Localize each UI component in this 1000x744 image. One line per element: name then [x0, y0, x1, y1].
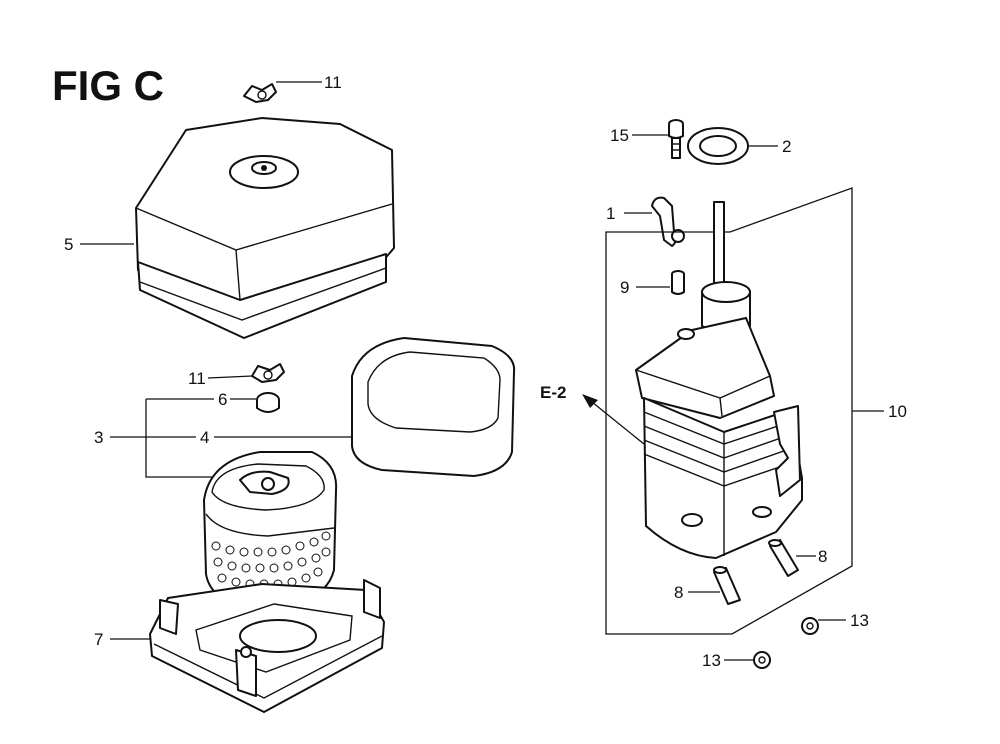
pin-8-left[interactable] [713, 566, 741, 605]
nut-13-right[interactable] [801, 617, 819, 635]
figure-title: FIG C [52, 62, 164, 109]
label-8-left: 8 [674, 583, 683, 602]
air-cleaner-base[interactable] [149, 579, 385, 713]
nut-6[interactable] [256, 392, 280, 413]
label-15: 15 [610, 126, 629, 145]
assembly-10-outline [605, 187, 853, 635]
wing-nut-top[interactable] [243, 83, 277, 103]
label-7: 7 [94, 630, 103, 649]
label-6: 6 [218, 390, 227, 409]
label-11-lower: 11 [188, 369, 206, 388]
label-4: 4 [200, 428, 209, 447]
collar-9[interactable] [671, 270, 685, 295]
label-5: 5 [64, 235, 73, 254]
filter-perforations [211, 531, 331, 589]
label-2: 2 [782, 137, 791, 156]
gasket-2[interactable] [687, 127, 749, 165]
paper-filter-element[interactable] [203, 451, 338, 605]
wing-nut-lower[interactable] [251, 363, 285, 383]
label-9: 9 [620, 278, 629, 297]
label-11-top: 11 [324, 73, 342, 92]
nut-13-lower[interactable] [753, 651, 771, 669]
label-e2: E-2 [540, 383, 566, 402]
e2-arrow-head [582, 394, 598, 408]
label-8-right: 8 [818, 547, 827, 566]
bracket-1[interactable] [651, 196, 685, 247]
leader-11-lower [207, 375, 253, 379]
label-10: 10 [888, 402, 907, 421]
elbow-duct-10[interactable] [635, 201, 803, 559]
label-3: 3 [94, 428, 103, 447]
label-13-right: 13 [850, 611, 869, 630]
label-1: 1 [606, 204, 615, 223]
label-13-lower: 13 [702, 651, 721, 670]
outer-foam-element[interactable] [351, 337, 516, 477]
pin-8-right[interactable] [768, 539, 799, 577]
air-cleaner-cover[interactable] [135, 117, 395, 339]
bolt-15[interactable] [668, 119, 684, 159]
e2-pointer-line [591, 401, 645, 445]
